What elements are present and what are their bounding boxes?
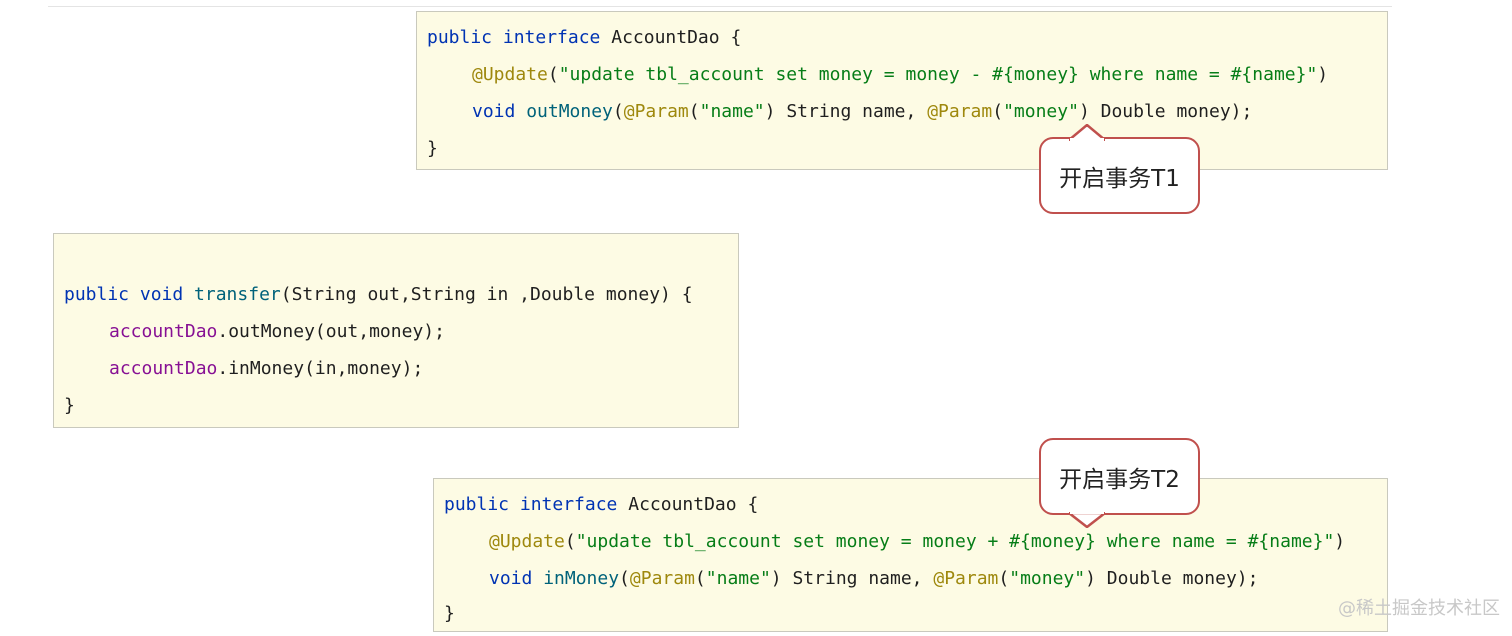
code-line-interface: public interface AccountDao { (427, 27, 742, 48)
code-line-close-brace: } (64, 395, 75, 416)
callout-t2-pointer (1069, 512, 1105, 528)
code-line-interface: public interface AccountDao { (444, 494, 759, 515)
callout-t2-label: 开启事务T2 (1059, 466, 1180, 493)
callout-transaction-t1: 开启事务T1 (1039, 137, 1200, 214)
code-line-close-brace: } (444, 603, 455, 624)
code-line-in-money-call: accountDao.inMoney(in,money); (109, 358, 424, 379)
top-divider (48, 6, 1392, 7)
callout-t1-label: 开启事务T1 (1059, 165, 1180, 192)
code-line-transfer-signature: public void transfer(String out,String i… (64, 284, 693, 305)
code-line-update-annotation: @Update("update tbl_account set money = … (472, 64, 1329, 85)
callout-transaction-t2: 开启事务T2 (1039, 438, 1200, 515)
code-line-close-brace: } (427, 138, 438, 159)
code-line-update-annotation: @Update("update tbl_account set money = … (489, 531, 1346, 552)
watermark: @稀土掘金技术社区 (1338, 598, 1500, 619)
code-line-method-signature: void outMoney(@Param("name") String name… (472, 101, 1253, 122)
code-block-in-money: public interface AccountDao { @Update("u… (433, 478, 1388, 632)
callout-t1-pointer (1069, 124, 1105, 141)
code-block-transfer: public void transfer(String out,String i… (53, 233, 739, 428)
code-block-out-money: public interface AccountDao { @Update("u… (416, 11, 1388, 170)
code-line-method-signature: void inMoney(@Param("name") String name,… (489, 568, 1259, 589)
code-line-out-money-call: accountDao.outMoney(out,money); (109, 321, 445, 342)
